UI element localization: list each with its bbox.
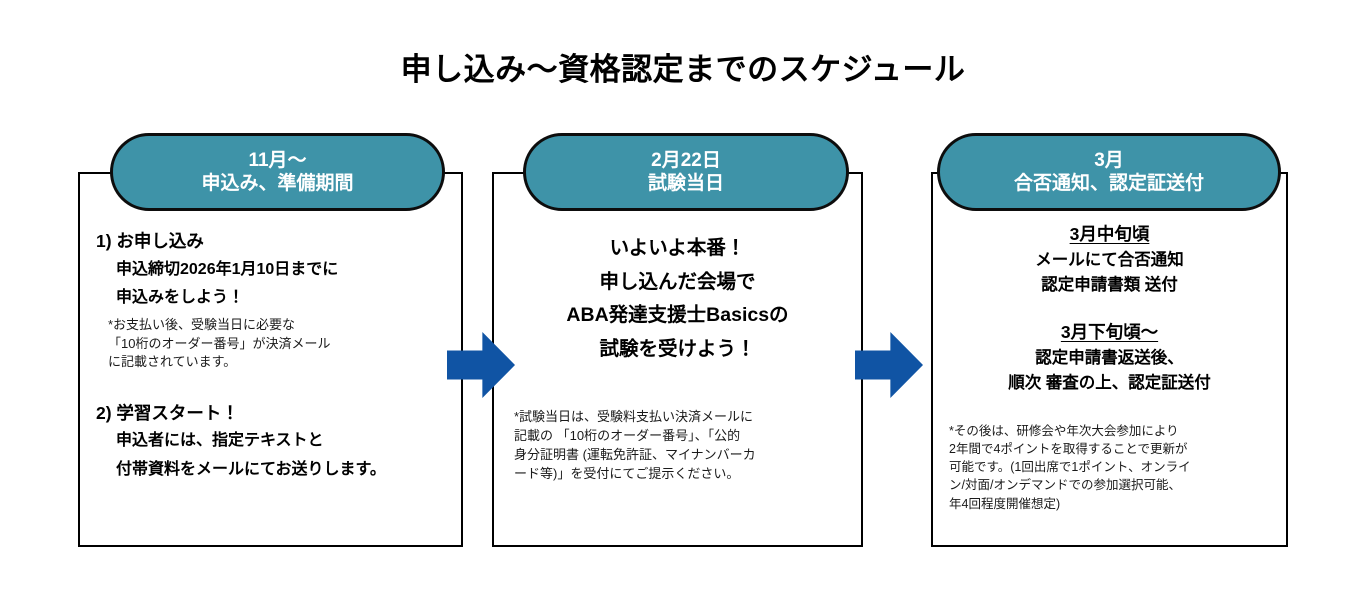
stage-3-spacer [943,298,1276,320]
stage-1-spacer [96,372,447,402]
stage-2-note: *試験当日は、受験料支払い決済メールに 記載の 「10桁のオーダー番号」、「公的… [514,408,845,483]
stage-3-note-line-4: ン/対面/オンデマンドでの参加選択可能、 [949,478,1181,493]
stage-2-note-line-2: 記載の 「10桁のオーダー番号」、「公的 [514,427,741,443]
stage-3-note: *その後は、研修会や年次大会参加により 2年間で4ポイントを取得することで更新が… [949,422,1272,513]
stage-3-note-line-3: 可能です。(1回出席で1ポイント、オンライ [949,460,1191,475]
stage-1-item-2-subline-2: 付帯資料をメールにてお送りします。 [116,461,386,478]
stage-2-note-line-4: ード等)」を受付にてご提示ください。 [514,465,740,481]
stage-3-group-1-line-2: 認定申請書類 送付 [1041,276,1178,295]
stage-2-content: いよいよ本番！ 申し込んだ会場で ABA発達支援士Basicsの 試験を受けよう… [494,174,861,545]
stage-3-pill-line-2: 合否通知、認定証送付 [1013,173,1204,194]
stage-1-content: 1) お申し込み 申込締切2026年1月10日までに 申込みをしよう！ *お支払… [80,174,461,545]
stage-3-group-1-line-1: メールにて合否通知 [1035,250,1184,269]
stage-1-item-1-heading: 1) お申し込み [96,231,204,251]
stage-1-box: 1) お申し込み 申込締切2026年1月10日までに 申込みをしよう！ *お支払… [78,172,463,547]
arrow-right-icon-stage2-to-stage3 [855,332,923,398]
stage-2-note-line-1: *試験当日は、受験料支払い決済メールに [514,409,754,425]
stage-3-group-2-line-1: 認定申請書返送後、 [1035,348,1184,367]
stage-2-pill-line-1: 2月22日 [651,149,721,171]
stage-2-box: いよいよ本番！ 申し込んだ会場で ABA発達支援士Basicsの 試験を受けよう… [492,172,863,547]
stage-1-item-2-subline-1: 申込者には、指定テキストと [116,432,324,450]
stage-1-item-2-heading: 2) 学習スタート！ [96,402,239,423]
stage-2-main-line-3: ABA発達支援士Basicsの [566,304,789,327]
stage-1-item-1-subline-1: 申込締切2026年1月10日までに [116,260,339,278]
stage-3-group-2-line-2: 順次 審査の上、認定証送付 [1008,374,1211,393]
stage-2-main-line-2: 申し込んだ会場で [599,270,756,293]
stage-3-note-line-1: *その後は、研修会や年次大会参加により [949,424,1179,438]
stage-1-header-pill: 11月〜 申込み、準備期間 [110,133,445,211]
stage-2-main-text: いよいよ本番！ 申し込んだ会場で ABA発達支援士Basicsの 試験を受けよう… [504,232,851,366]
stage-1-item-1-note-line-1: *お支払い後、受験当日に必要な [108,317,296,333]
stage-2-pill-line-2: 試験当日 [647,173,724,194]
stage-3-note-line-2: 2年間で4ポイントを取得することで更新が [949,442,1188,457]
stage-1-item-1-note-line-3: に記載されています。 [108,354,237,370]
stage-1-item-1-note-line-2: 「10桁のオーダー番号」が決済メール [108,335,331,351]
stage-2-main-line-4: 試験を受けよう！ [599,337,756,360]
stage-1-item-1-subline-2: 申込みをしよう！ [116,289,245,307]
stage-2-main-line-1: いよいよ本番！ [609,237,746,259]
stage-3-box: 3月中旬頃 メールにて合否通知 認定申請書類 送付 3月下旬頃〜 認定申請書返送… [931,172,1288,547]
stage-3-content: 3月中旬頃 メールにて合否通知 認定申請書類 送付 3月下旬頃〜 認定申請書返送… [933,174,1286,545]
stage-1-pill-line-1: 11月〜 [248,149,307,171]
stage-3-header-pill: 3月 合否通知、認定証送付 [937,133,1281,211]
stage-3-pill-line-1: 3月 [1094,149,1124,171]
stage-2-header-pill: 2月22日 試験当日 [523,133,849,211]
page-title: 申し込み〜資格認定までのスケジュール [400,52,966,87]
stage-2-note-line-3: 身分証明書 (運転免許証、マイナンバーカ [514,446,756,462]
stage-1-item-1-note: *お支払い後、受験当日に必要な 「10桁のオーダー番号」が決済メール に記載され… [108,316,447,371]
stage-1-pill-line-2: 申込み、準備期間 [201,173,354,194]
stage-3-group-2-heading: 3月下旬頃〜 [1060,322,1159,342]
stage-3-group-1-heading: 3月中旬頃 [1069,224,1150,244]
stage-3-note-line-5: 年4回程度開催想定) [949,496,1061,511]
